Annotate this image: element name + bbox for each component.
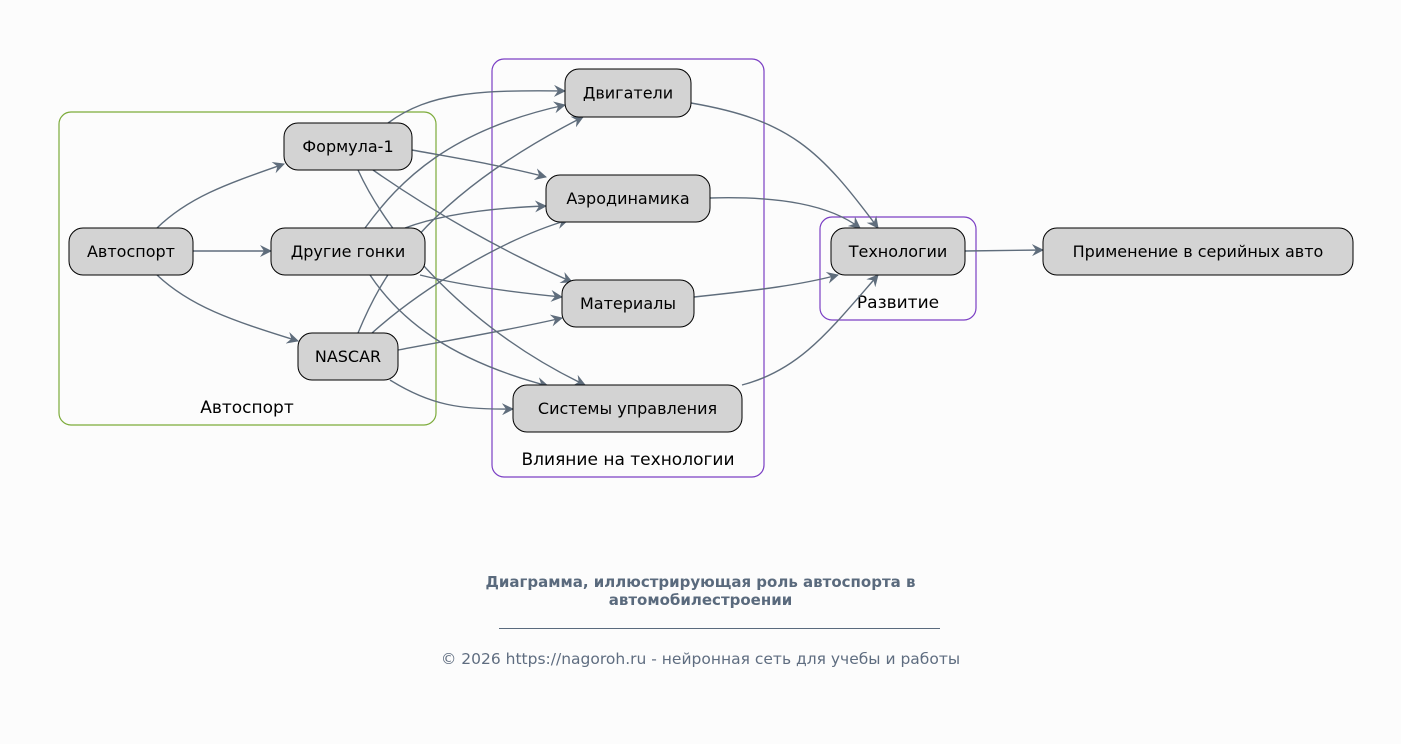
edge-aerodynamics-technologies [709,197,861,229]
edge-formula1-control-systems [357,169,586,386]
node-label: NASCAR [315,347,381,366]
node-materials[interactable]: Материалы [561,279,695,328]
edge-technologies-production-cars [964,244,1044,257]
edge-formula1-aerodynamics [411,149,547,181]
diagram-title-text: Диаграмма, иллюстрирующая роль автоспорт… [485,573,916,609]
node-label: Применение в серийных авто [1073,242,1324,261]
node-label: Системы управления [538,399,717,418]
node-label: Другие гонки [291,242,406,261]
node-aerodynamics[interactable]: Аэродинамика [545,174,711,223]
edge-other-races-engines [364,101,566,229]
edge-motorsport-formula1 [156,161,285,229]
node-nascar[interactable]: NASCAR [297,332,399,381]
edge-motorsport-nascar [156,274,299,344]
cluster-influence: Влияние на технологии [491,58,765,478]
node-motorsport[interactable]: Автоспорт [68,227,194,276]
node-label: Формула-1 [302,137,393,156]
node-label: Технологии [848,242,948,261]
edge-nascar-materials [397,314,563,351]
node-engines[interactable]: Двигатели [564,68,692,118]
edge-materials-technologies [693,271,839,298]
node-formula1[interactable]: Формула-1 [283,122,413,171]
cluster-development: Развитие [819,216,977,321]
node-technologies[interactable]: Технологии [830,227,966,276]
edges [156,84,1044,416]
edge-other-races-control-systems [369,274,549,389]
edge-control-systems-technologies [741,274,879,386]
node-label: Автоспорт [87,242,175,261]
cluster-label: Развитие [857,293,939,313]
edge-nascar-control-systems [389,379,514,416]
node-other-races[interactable]: Другие гонки [270,227,426,276]
edge-formula1-engines [387,84,566,124]
edge-formula1-materials [372,169,573,284]
cluster-label: Влияние на технологии [522,450,735,470]
node-production-cars[interactable]: Применение в серийных авто [1042,227,1354,276]
edge-other-races-materials [419,274,563,302]
edge-engines-technologies [690,102,879,229]
diagram-title: Диаграмма, иллюстрирующая роль автоспорт… [0,573,1401,609]
node-label: Материалы [580,294,676,313]
edge-other-races-aerodynamics [404,200,547,229]
edge-nascar-aerodynamics [371,217,569,334]
caption-divider [499,628,940,629]
cluster-label: Автоспорт [200,398,294,418]
node-label: Двигатели [583,84,673,103]
node-control-systems[interactable]: Системы управления [512,384,743,433]
node-label: Аэродинамика [566,189,689,208]
copyright-footer: © 2026 https://nagoroh.ru - нейронная се… [440,650,961,668]
cluster-motorsport: Автоспорт [58,111,437,426]
